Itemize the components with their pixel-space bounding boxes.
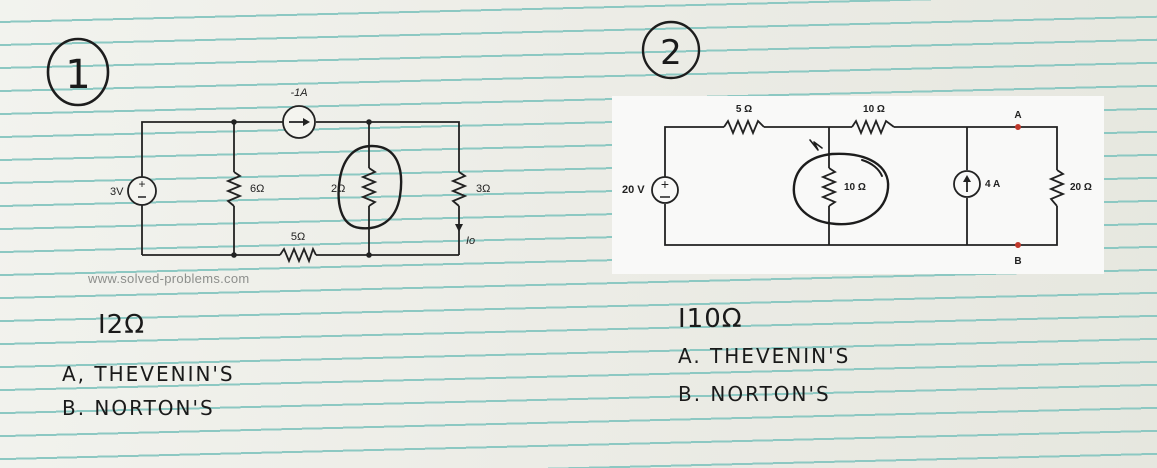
terminal-a: A: [1014, 110, 1022, 130]
resistor-20-label: 20 Ω: [1070, 182, 1092, 193]
resistor-5b-label: 5 Ω: [736, 104, 752, 115]
current-source-4a-label: 4 A: [985, 179, 1000, 190]
problem-1-number: 1: [46, 37, 110, 107]
resistor-10-ohm-top: 10 Ω: [851, 104, 895, 136]
terminal-b-label: B: [1014, 256, 1021, 267]
voltage-source-20v-label: 20 V: [622, 184, 645, 196]
voltage-source-20v: + 20 V: [622, 176, 679, 204]
current-source-minus-1a: -1A: [282, 87, 316, 139]
current-source-label: -1A: [290, 87, 307, 99]
problem-2-option-a: A. THEVENIN'S: [678, 344, 851, 368]
resistor-6-ohm: 6Ω: [225, 171, 264, 207]
problem-1-option-b: B. NORTON'S: [62, 396, 215, 420]
resistor-6-label: 6Ω: [250, 183, 264, 195]
problem-2-number: 2: [641, 20, 701, 80]
problem-2-number-text: 2: [660, 33, 682, 73]
current-source-4a: 4 A: [953, 170, 1000, 198]
resistor-5-ohm: 5Ω: [279, 231, 317, 264]
terminal-b: B: [1014, 242, 1022, 267]
problem-1-target: I2Ω: [98, 310, 146, 340]
resistor-2-ohm: 2Ω: [331, 144, 403, 230]
problem-2-target: I10Ω: [678, 304, 743, 334]
resistor-20-ohm: 20 Ω: [1048, 169, 1092, 207]
problem-1-option-a: A, THEVENIN'S: [62, 362, 235, 386]
resistor-5-label: 5Ω: [291, 231, 305, 243]
resistor-10-middle-label: 10 Ω: [844, 182, 866, 193]
problem-2-option-b: B. NORTON'S: [678, 382, 831, 406]
resistor-3-label: 3Ω: [476, 183, 490, 195]
svg-text:+: +: [138, 177, 145, 191]
terminal-a-label: A: [1014, 110, 1021, 121]
resistor-10-top-label: 10 Ω: [863, 104, 885, 115]
voltage-source-3v: + 3V: [110, 176, 157, 206]
resistor-5-ohm-b: 5 Ω: [723, 104, 765, 136]
watermark-text: www.solved-problems.com: [88, 271, 250, 286]
resistor-3-ohm: 3Ω Io: [450, 171, 490, 247]
problem-1-number-text: 1: [65, 52, 90, 98]
svg-text:+: +: [661, 176, 669, 192]
output-current-label: Io: [466, 235, 475, 247]
voltage-source-label: 3V: [110, 186, 124, 198]
resistor-10-ohm-middle: 10 Ω: [792, 139, 890, 226]
